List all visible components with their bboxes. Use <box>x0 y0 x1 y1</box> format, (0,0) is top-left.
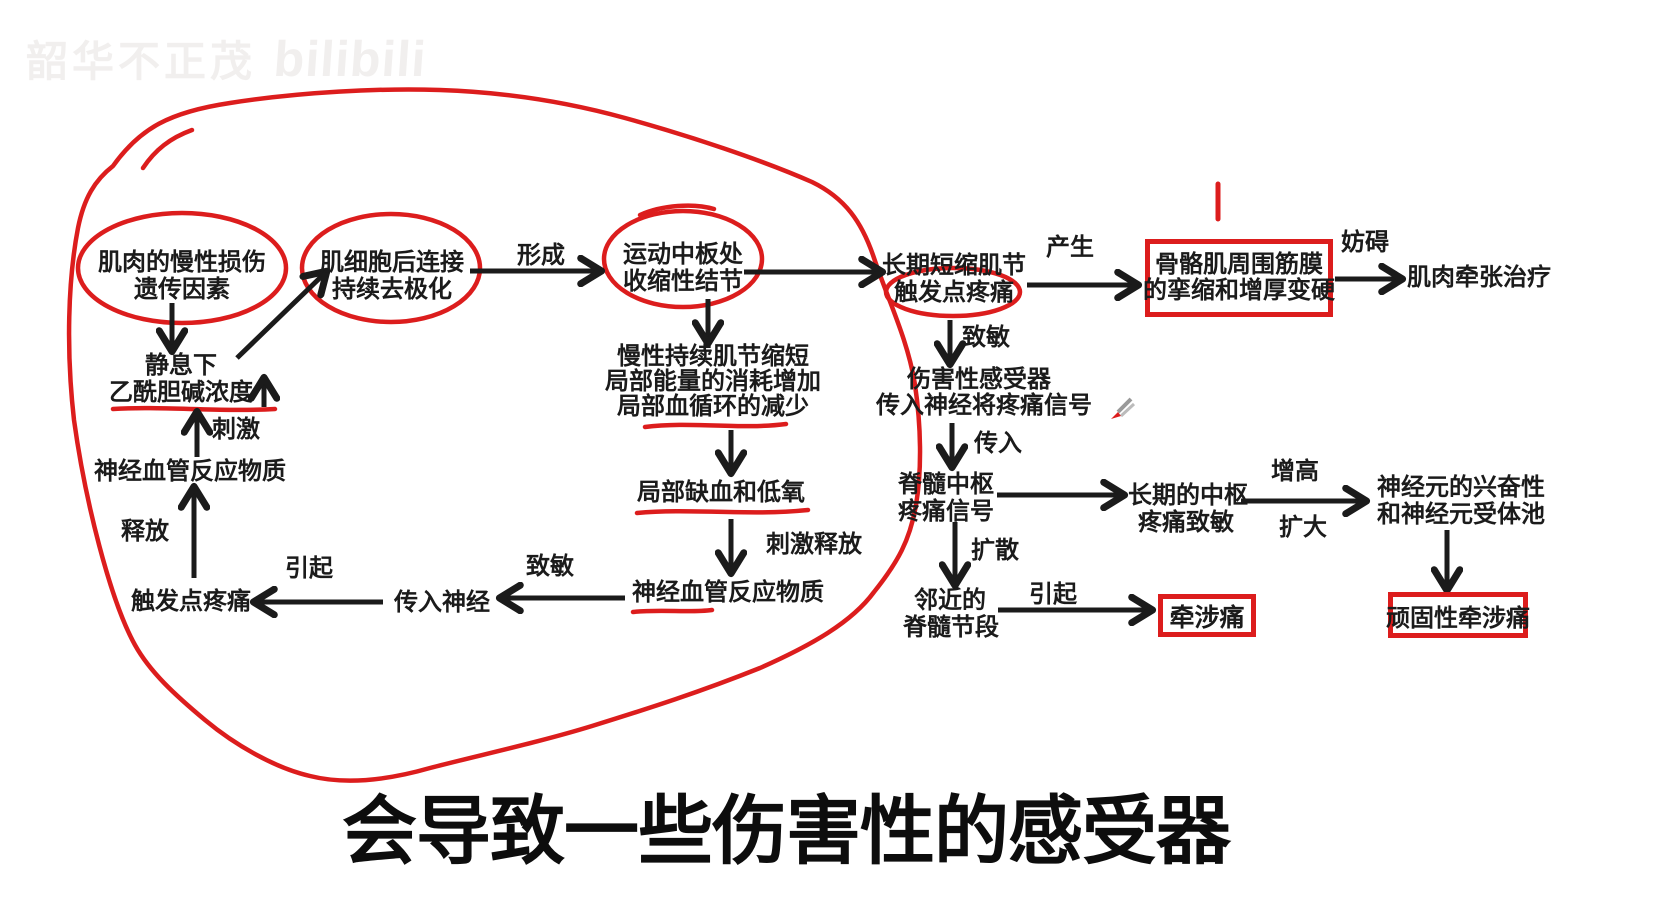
label-produce: 产生 <box>1046 234 1094 261</box>
node-neurovascular-left: 神经血管反应物质 <box>94 458 286 485</box>
node-central-sensitization: 长期的中枢 疼痛致敏 <box>1128 482 1248 536</box>
node-referred-pain: 牵涉痛 <box>1158 594 1256 637</box>
circle-trigger-pain <box>883 265 1023 319</box>
node-adjacent-segment: 邻近的 脊髓节段 <box>903 587 999 641</box>
enclosure-loop <box>66 87 923 783</box>
node-fascia-box: 骨骼肌周围筋膜 的挛缩和增厚变硬 <box>1143 239 1335 317</box>
label-cause-left: 引起 <box>285 555 333 582</box>
underline-ach <box>110 405 278 413</box>
label-form: 形成 <box>517 242 565 269</box>
pen-cursor[interactable] <box>1111 397 1136 419</box>
label-increase: 增高 <box>1271 458 1319 485</box>
node-motor-endplate: 运动中板处 收缩性结节 <box>623 241 743 295</box>
underline-circulation <box>642 421 789 430</box>
subtitle-caption: 会导致一些伤害性的感受器 <box>342 789 1231 873</box>
circle-muscle-injury <box>75 210 289 326</box>
node-trigger-pain-left: 触发点疼痛 <box>131 588 251 615</box>
node-nociceptor: 伤害性感受器 传入神经将疼痛信号 <box>876 366 1092 419</box>
node-stubborn-referred-pain: 顽固性牵涉痛 <box>1386 592 1530 638</box>
circle-motor-endplate-hook <box>637 203 717 218</box>
label-stimulate: 刺激 <box>212 416 260 443</box>
label-stimulate-release: 刺激释放 <box>766 531 862 558</box>
node-endplate: 肌细胞后连接 持续去极化 <box>320 249 464 303</box>
label-release: 释放 <box>121 518 169 545</box>
arrow-rest-to-endplate <box>235 273 325 360</box>
label-spread: 扩散 <box>971 537 1019 564</box>
node-spinal-center: 脊髓中枢 疼痛信号 <box>898 471 994 525</box>
label-expand: 扩大 <box>1279 514 1327 541</box>
underline-neurovascular <box>630 607 715 615</box>
watermark-username: 韶华不正茂 <box>26 38 257 85</box>
label-cause-right: 引起 <box>1029 581 1077 608</box>
node-rest-ach: 静息下 乙酰胆碱浓度 <box>109 352 253 406</box>
underline-ischemia <box>634 507 811 516</box>
node-stretch-therapy: 肌肉牵张治疗 <box>1407 264 1551 291</box>
node-neuron-pool: 神经元的兴奋性 和神经元受体池 <box>1377 474 1545 528</box>
node-muscle-injury: 肌肉的慢性损伤 遗传因素 <box>98 249 266 303</box>
label-sensitize-left: 致敏 <box>526 553 574 580</box>
watermark: 韶华不正茂 bilibili <box>26 28 428 89</box>
node-ischemia: 局部缺血和低氧 <box>637 479 805 506</box>
node-shortened-sarcomere: 长期短缩肌节 触发点疼痛 <box>882 252 1026 306</box>
enclosure-loop-hook <box>140 127 195 171</box>
node-sarcomere: 慢性持续肌节缩短 局部能量的消耗增加 局部血循环的减少 <box>605 343 821 420</box>
label-hinder: 妨碍 <box>1341 229 1389 256</box>
label-transmit: 传入 <box>974 430 1022 457</box>
node-afferent-nerve: 传入神经 <box>394 589 490 616</box>
label-sensitize-right: 致敏 <box>962 324 1010 351</box>
node-neurovascular-mid: 神经血管反应物质 <box>632 579 824 606</box>
